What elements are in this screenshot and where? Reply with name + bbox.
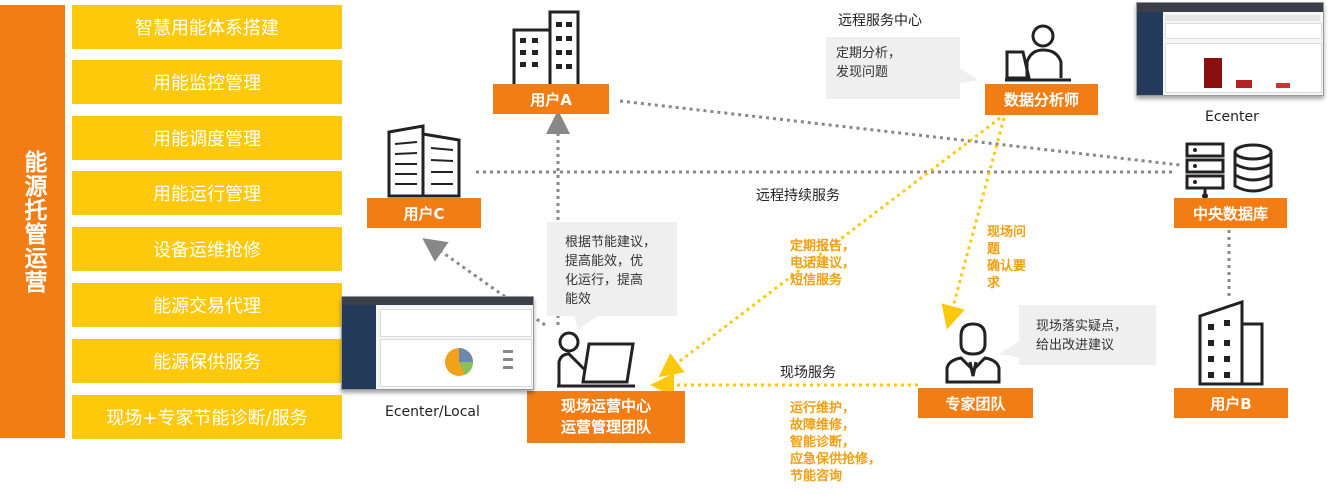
line-usera-db bbox=[619, 99, 1181, 167]
service-item-2: 用能监控管理 bbox=[72, 60, 342, 104]
ecenter-local-screen-thumbnail bbox=[341, 296, 534, 390]
label-onsite-service: 现场服务 bbox=[780, 365, 836, 381]
node-user-c: 用户C bbox=[367, 198, 481, 228]
service-item-6: 能源交易代理 bbox=[72, 283, 342, 327]
analyst-icon bbox=[1005, 24, 1071, 82]
node-expert-team: 专家团队 bbox=[918, 388, 1033, 418]
node-analyst: 数据分析师 bbox=[985, 84, 1098, 115]
bubble-analysis: 定期分析， 发现问题 bbox=[826, 37, 960, 99]
service-item-3: 用能调度管理 bbox=[72, 116, 342, 160]
label-ecenter-local: Ecenter/Local bbox=[385, 404, 480, 420]
left-title-bar: 能源托管运营 bbox=[0, 5, 65, 438]
label-remote-service: 远程持续服务 bbox=[756, 188, 840, 204]
label-maintenance: 运行维护， 故障维修， 智能诊断， 应急保供抢修， 节能咨询 bbox=[790, 401, 882, 484]
building-icon-user-b bbox=[1198, 299, 1264, 386]
label-confirm: 现场问 题 确认要 求 bbox=[987, 225, 1027, 291]
service-item-5: 设备运维抢修 bbox=[72, 227, 342, 271]
onsite-staff-icon bbox=[557, 331, 635, 388]
service-item-8: 现场+专家节能诊断/服务 bbox=[72, 395, 342, 439]
label-ecenter: Ecenter bbox=[1205, 109, 1259, 125]
building-icon-user-c bbox=[387, 124, 461, 198]
label-reports: 定期报告， 电话建议， 短信服务 bbox=[790, 239, 856, 288]
ecenter-screen-thumbnail bbox=[1136, 2, 1324, 96]
bubble-analysis-tail bbox=[956, 66, 978, 84]
expert-icon bbox=[945, 322, 1001, 384]
node-central-db: 中央数据库 bbox=[1174, 198, 1287, 228]
node-user-b: 用户B bbox=[1174, 388, 1288, 418]
bubble-expert-tail bbox=[999, 340, 1021, 358]
label-remote-center: 远程服务中心 bbox=[838, 13, 922, 29]
service-item-7: 能源保供服务 bbox=[72, 339, 342, 383]
pie-chart-thumbnail bbox=[445, 348, 513, 376]
building-icon-user-a bbox=[512, 10, 580, 88]
node-user-a: 用户A bbox=[493, 84, 609, 114]
service-item-1: 智慧用能体系搭建 bbox=[72, 5, 342, 49]
left-title-text: 能源托管运营 bbox=[20, 149, 46, 294]
service-item-4: 用能运行管理 bbox=[72, 171, 342, 215]
bubble-suggestion: 根据节能建议， 提高能效，优 化运行，提高 能效 bbox=[547, 222, 677, 316]
bubble-suggestion-tail bbox=[574, 314, 600, 330]
node-onsite-team: 现场运营中心 运营管理团队 bbox=[527, 391, 685, 443]
bubble-expert: 现场落实疑点， 给出改进建议 bbox=[1019, 305, 1156, 365]
database-icon bbox=[1185, 142, 1273, 198]
